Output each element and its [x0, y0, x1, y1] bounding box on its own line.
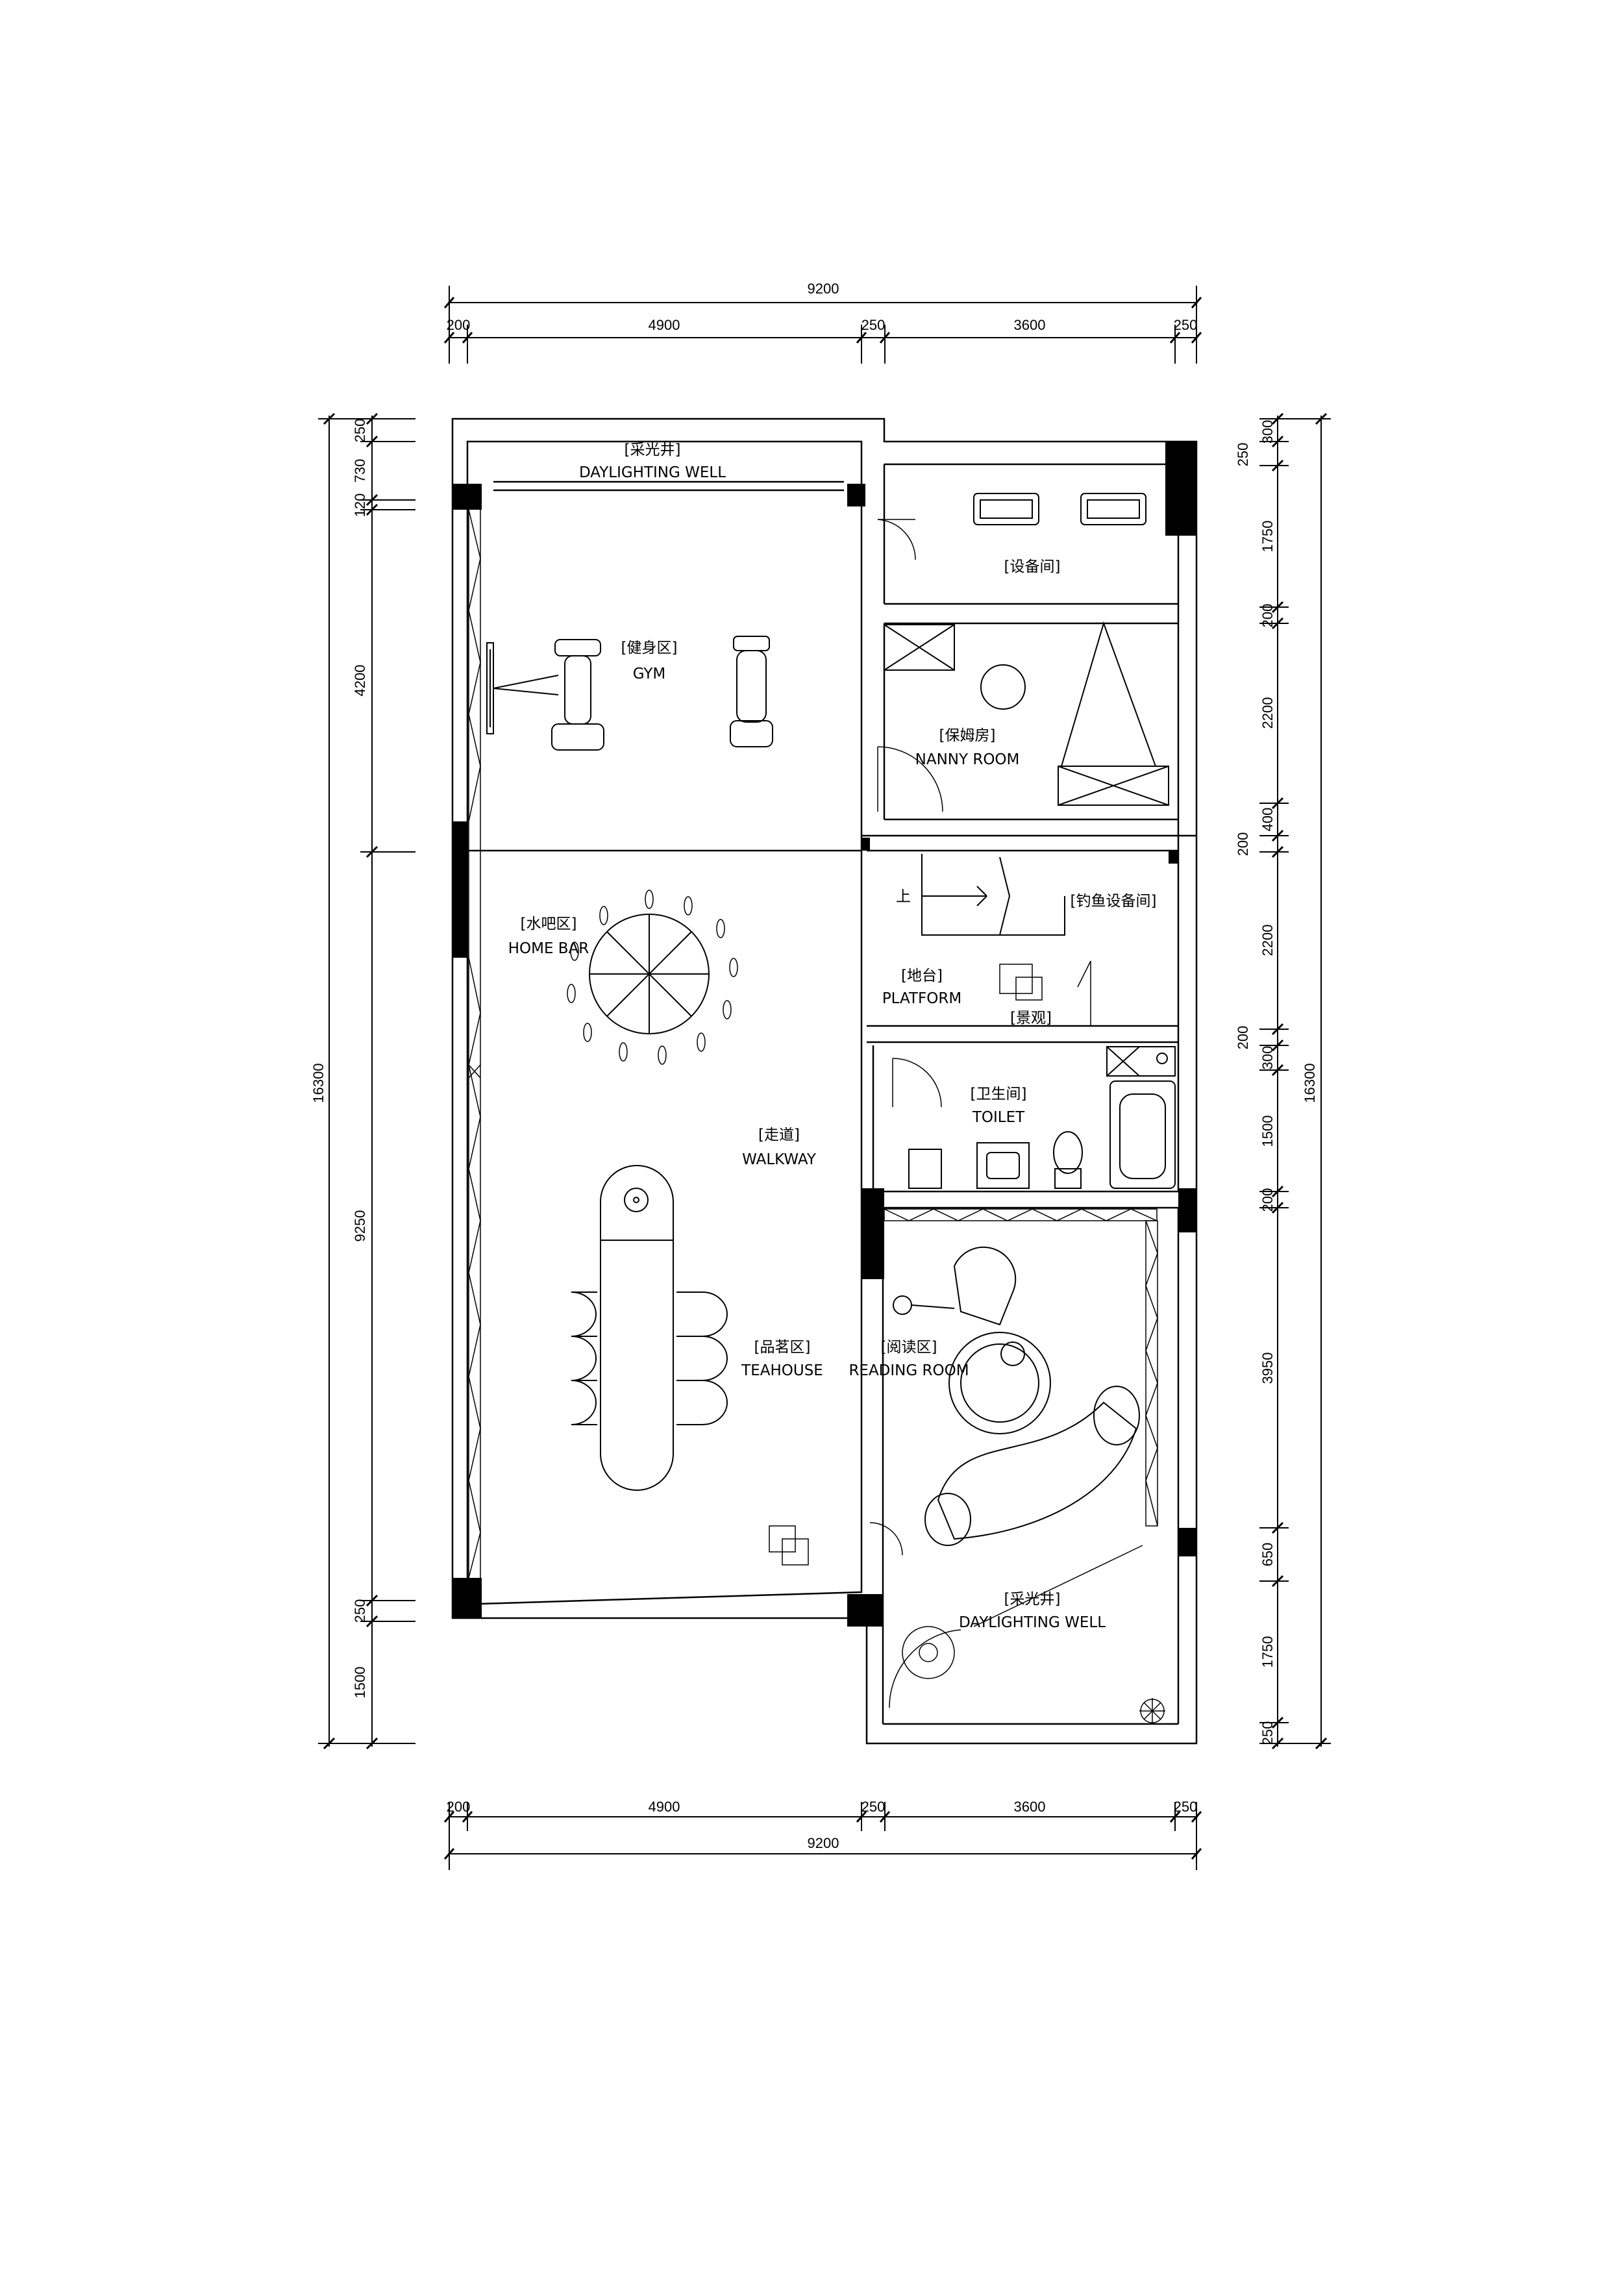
- bottom-dim-segment-4: 3600: [1014, 1799, 1046, 1815]
- toilet-label-en: TOILET: [972, 1109, 1025, 1126]
- bottom-dim-segment-5: 250: [1174, 1799, 1198, 1815]
- left-dim-segment-3: 120: [352, 493, 368, 518]
- right-dimension-lines: [1259, 416, 1331, 1747]
- home-bar-label-cn: [水吧区]: [521, 916, 577, 932]
- fishing-equipment-room-label: [钓鱼设备间]: [1071, 893, 1157, 910]
- left-window-strip: [468, 509, 481, 1578]
- daylighting-well-top-cn: [采光井]: [625, 442, 681, 458]
- left-dim-segment-1: 250: [352, 419, 368, 443]
- top-dimension-ticks: [443, 297, 1202, 343]
- top-dim-segment-3: 250: [861, 317, 886, 333]
- bottom-well-features: [889, 1545, 1165, 1724]
- teahouse-label-cn: [品茗区]: [754, 1339, 811, 1356]
- landscape-label: [景观]: [1010, 1010, 1052, 1027]
- right-dim-segment-12: 200: [1259, 1188, 1276, 1212]
- right-dim-segment-3: 1750: [1259, 521, 1276, 553]
- top-dim-segment-4: 3600: [1014, 317, 1046, 333]
- home-bar-table: [589, 914, 710, 1034]
- right-dim-segment-16: 250: [1259, 1721, 1276, 1745]
- bottom-dim-segment-2: 4900: [649, 1799, 680, 1815]
- equipment-units: [973, 493, 1146, 525]
- walkway-label-cn: [走道]: [758, 1127, 800, 1143]
- right-dim-segment-7: 200: [1235, 832, 1251, 856]
- bottom-dimension-lines: [448, 1802, 1198, 1870]
- bottom-dimension-ticks: [443, 1811, 1202, 1860]
- bottom-dim-segment-1: 200: [447, 1799, 471, 1815]
- reading-room-label-en: READING ROOM: [849, 1362, 969, 1379]
- daylighting-well-bottom-en: DAYLIGHTING WELL: [959, 1614, 1106, 1631]
- nanny-room-bed: [884, 621, 1169, 806]
- right-dim-segment-5: 2200: [1259, 697, 1276, 729]
- right-dim-segment-1: 300: [1259, 420, 1276, 444]
- stair-up-label: 上: [896, 888, 911, 905]
- right-total-dimension: 16300: [1302, 1063, 1318, 1103]
- left-dim-segment-5: 9250: [352, 1210, 368, 1242]
- left-dimension-lines: [318, 416, 415, 1747]
- top-total-dimension: 9200: [808, 281, 839, 297]
- reading-room-label-cn: [阅读区]: [881, 1339, 937, 1356]
- teahouse-chairs: [571, 1292, 728, 1425]
- wall-columns: [452, 442, 1196, 1627]
- daylighting-well-top-en: DAYLIGHTING WELL: [579, 464, 726, 481]
- bottom-dim-segment-3: 250: [861, 1799, 886, 1815]
- left-dim-segment-6: 250: [352, 1599, 368, 1623]
- nanny-room-label-cn: [保姆房]: [939, 727, 996, 744]
- left-dim-segment-2: 730: [352, 459, 368, 483]
- right-dim-segment-15: 1750: [1259, 1636, 1276, 1668]
- bottom-total-dimension: 9200: [808, 1835, 839, 1851]
- gym-label-cn: [健身区]: [621, 640, 678, 656]
- right-dim-segment-10: 300: [1259, 1046, 1276, 1070]
- teahouse-table: [600, 1165, 674, 1491]
- right-dim-segment-2: 250: [1235, 443, 1251, 467]
- platform-label-en: PLATFORM: [882, 990, 961, 1007]
- right-dim-segment-9: 200: [1235, 1026, 1251, 1050]
- equipment-room-label: [设备间]: [1004, 558, 1061, 575]
- toilet-fixtures: [908, 1046, 1176, 1189]
- teahouse-label-en: TEAHOUSE: [741, 1362, 823, 1379]
- nanny-room-label-en: NANNY ROOM: [915, 751, 1020, 768]
- left-dim-segment-7: 1500: [352, 1667, 368, 1699]
- top-dim-segment-1: 200: [447, 317, 471, 333]
- doors: [869, 519, 943, 1556]
- home-bar-label-en: HOME BAR: [508, 940, 589, 957]
- right-dimension-ticks: [1271, 412, 1328, 1750]
- reading-room-window-strip: [884, 1208, 1158, 1527]
- walls: [451, 418, 1198, 1745]
- left-total-dimension: 16300: [310, 1063, 327, 1103]
- platform-label-cn: [地台]: [901, 967, 943, 984]
- right-dim-segment-11: 1500: [1259, 1116, 1276, 1147]
- home-bar-leaves: [567, 890, 738, 1065]
- reading-room-lounge: [893, 1246, 1140, 1546]
- stair: [921, 854, 1065, 936]
- right-dim-segment-8: 2200: [1259, 925, 1276, 956]
- top-dimension-lines: [448, 286, 1198, 364]
- platform-landscape: [999, 960, 1091, 1026]
- right-dim-segment-4: 200: [1259, 604, 1276, 628]
- right-dim-segment-14: 650: [1259, 1543, 1276, 1567]
- teahouse-decoration: [769, 1525, 809, 1566]
- toilet-label-cn: [卫生间]: [971, 1086, 1027, 1103]
- gym-equipment: [486, 636, 773, 751]
- top-dim-segment-5: 250: [1174, 317, 1198, 333]
- daylighting-well-bottom-cn: [采光井]: [1004, 1591, 1061, 1608]
- left-dim-segment-4: 4200: [352, 665, 368, 697]
- gym-label-en: GYM: [633, 666, 666, 682]
- right-dim-segment-13: 3950: [1259, 1353, 1276, 1384]
- right-dim-segment-6: 400: [1259, 808, 1276, 832]
- walkway-label-en: WALKWAY: [742, 1151, 817, 1168]
- left-dimension-ticks: [323, 412, 378, 1750]
- top-dim-segment-2: 4900: [649, 317, 680, 333]
